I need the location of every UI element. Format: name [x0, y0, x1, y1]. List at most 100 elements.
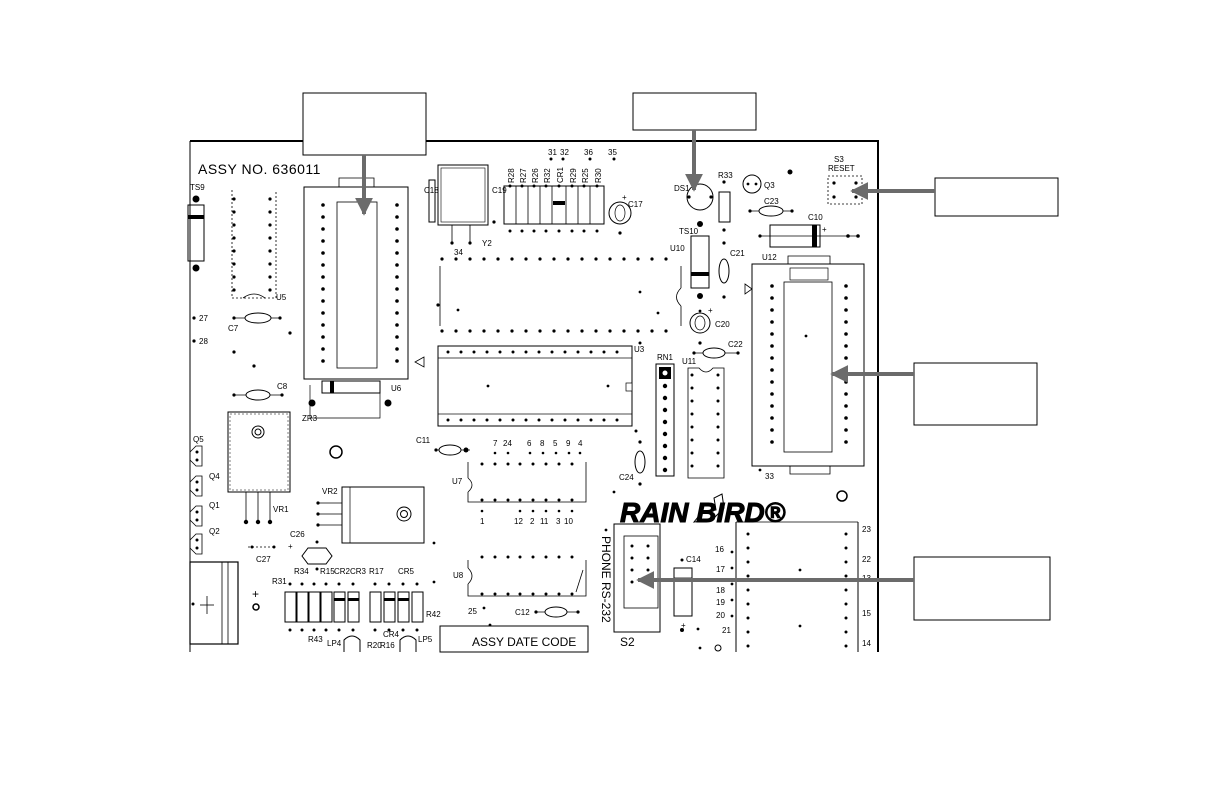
lp5-lamp: LP5	[399, 635, 433, 652]
resistor-diode-row	[284, 582, 424, 632]
pad-1-label: 1	[480, 517, 485, 526]
pad-25-label: 25	[468, 607, 477, 616]
pad-17-label: 17	[716, 565, 725, 574]
c7-label: C7	[228, 324, 239, 333]
c11-capacitor: C11	[416, 436, 470, 456]
pad-8-label: 8	[540, 439, 545, 448]
transistor-q1: Q1	[189, 501, 220, 527]
c14-label: C14	[686, 555, 701, 564]
callout-u12	[830, 362, 1038, 426]
c20-label: C20	[715, 320, 730, 329]
r29-label: R29	[569, 168, 578, 183]
ts9-label: TS9	[190, 183, 205, 192]
lp4-label: LP4	[327, 639, 342, 648]
r20-label: R20	[367, 641, 382, 650]
pad-9-label: 9	[566, 439, 571, 448]
pad-14-label: 14	[862, 639, 871, 648]
c27-label: C27	[256, 555, 271, 564]
pad-20-label: 20	[716, 611, 725, 620]
c12-capacitor: C12	[515, 606, 580, 618]
c17-label: C17	[628, 200, 643, 209]
c22-label: C22	[728, 340, 743, 349]
q2-label: Q2	[209, 527, 220, 536]
c10-plus: +	[822, 225, 827, 234]
c19-label: C19	[492, 186, 507, 195]
vr2-regulator: VR2	[316, 486, 436, 545]
pad-34-label: 34	[454, 248, 463, 257]
pad-31-label: 31	[548, 148, 557, 157]
cr5-label: CR5	[398, 567, 415, 576]
c17-plus: +	[622, 193, 627, 202]
cr4-label: CR4	[383, 630, 400, 639]
s3-reset-switch: S3 RESET	[827, 155, 863, 205]
ts10-thermistor: TS10	[679, 221, 710, 299]
pad-18-label: 18	[716, 586, 725, 595]
u5-label: U5	[276, 293, 287, 302]
y2-label: Y2	[482, 239, 492, 248]
pad-11-label: 11	[540, 517, 549, 526]
r33-label: R33	[718, 171, 733, 180]
c26-capacitor: C26 +	[288, 530, 333, 571]
pad-4-label: 4	[578, 439, 583, 448]
vr1-label: VR1	[273, 505, 289, 514]
u6-pins-left	[321, 203, 325, 363]
c11-label: C11	[416, 436, 431, 445]
transistor-q2: Q2	[189, 527, 220, 555]
c21-capacitor: C21	[718, 241, 745, 299]
s3-label: S3	[834, 155, 844, 164]
u3-label: U3	[634, 345, 645, 354]
brand-text: RAIN BIRD®	[620, 497, 786, 528]
r43-label: R43	[308, 635, 323, 644]
q4-label: Q4	[209, 472, 220, 481]
vr1-regulator: VR1	[227, 411, 291, 525]
cr1-label: CR1	[556, 166, 565, 183]
r34-label: R34	[294, 567, 309, 576]
u5-pins-left	[232, 197, 236, 292]
r42-label: R42	[426, 610, 441, 619]
c14-capacitor: C14 +	[673, 555, 701, 632]
u10-label: U10	[670, 244, 685, 253]
c8-capacitor: C8	[232, 382, 288, 401]
u12-chip-socket: U12 33	[744, 253, 865, 481]
c17-capacitor: + C17	[608, 193, 643, 235]
c21-label: C21	[730, 249, 745, 258]
rn1-label: RN1	[657, 353, 674, 362]
c10-label: C10	[808, 213, 823, 222]
r30-label: R30	[594, 168, 603, 183]
connector-plus: +	[252, 587, 259, 601]
cr3-label: CR3	[350, 567, 367, 576]
c26-plus: +	[288, 542, 293, 551]
c10-capacitor: C10 +	[758, 213, 860, 248]
q3-transistor: Q3	[742, 169, 793, 194]
zr3-diode: ZR3	[302, 380, 392, 423]
c12-label: C12	[515, 608, 530, 617]
c24-capacitor: C24	[619, 440, 646, 486]
c7-capacitor: C7	[228, 312, 282, 333]
u8-chip: U8	[432, 555, 587, 627]
u7-label: U7	[452, 477, 463, 486]
r15-label: R15	[320, 567, 335, 576]
mount-hole-left	[329, 445, 343, 459]
u8-label: U8	[453, 571, 464, 580]
assy-date-code-box: ASSY DATE CODE	[439, 625, 589, 653]
pad-19-label: 19	[716, 598, 725, 607]
u10-chip	[436, 257, 682, 333]
terminal-block-right	[730, 521, 859, 652]
c8-label: C8	[277, 382, 288, 391]
r26-label: R26	[531, 168, 540, 183]
rn1-resistor-network: RN1	[655, 353, 675, 477]
ts9-thermistor: TS9	[187, 183, 205, 272]
ts10-label: TS10	[679, 227, 699, 236]
transistor-q4: Q4	[189, 472, 220, 497]
reset-label: RESET	[828, 164, 855, 173]
callout-u6	[302, 92, 427, 216]
c14-plus: +	[681, 621, 686, 630]
pad-32-label: 32	[560, 148, 569, 157]
r17-label: R17	[369, 567, 384, 576]
pad-15-label: 15	[862, 609, 871, 618]
mount-hole-right	[836, 490, 848, 502]
pad-10-label: 10	[564, 517, 573, 526]
c24-label: C24	[619, 473, 634, 482]
c27-capacitor: C27	[248, 545, 276, 564]
cr2-label: CR2	[334, 567, 351, 576]
